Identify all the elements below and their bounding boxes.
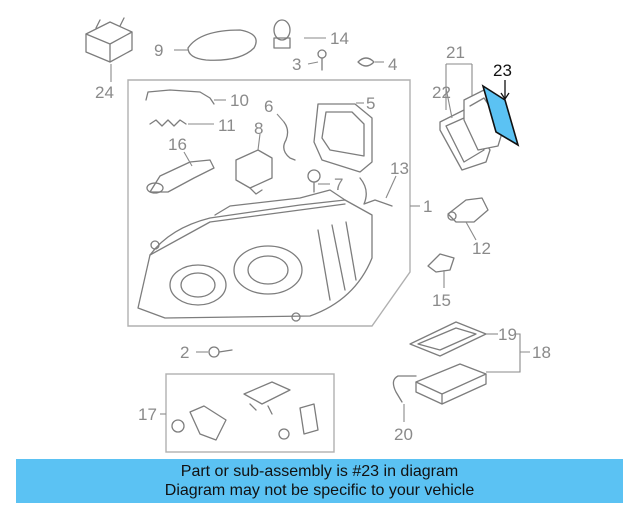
- callout-9: 9: [154, 41, 163, 60]
- part-3-screw-drawing: [317, 49, 327, 71]
- part-20-wire-drawing: [392, 375, 417, 403]
- callout-4: 4: [388, 55, 397, 74]
- part-17-kit-drawing: [171, 381, 319, 441]
- part-10-wire-drawing: [145, 89, 215, 105]
- part-11-clip-drawing: [149, 119, 187, 127]
- callout-23: 23: [493, 61, 512, 80]
- headlamp-housing-drawing: [137, 189, 373, 322]
- callout-24: 24: [95, 83, 114, 102]
- part-17-kit-frame: [165, 373, 335, 453]
- callout-2: 2: [180, 343, 189, 362]
- part-6-wire-drawing: [283, 121, 296, 161]
- callout-3: 3: [292, 55, 301, 74]
- callout-19: 19: [498, 325, 517, 344]
- callout-7: 7: [334, 175, 343, 194]
- callout-6: 6: [264, 97, 273, 116]
- callout-10: 10: [230, 91, 249, 110]
- part-24-module-drawing: [85, 17, 133, 63]
- part-18-module-drawing: [415, 363, 487, 405]
- part-8-socket-drawing: [235, 149, 273, 195]
- part-4-clip-drawing: [357, 57, 375, 67]
- callout-18: 18: [532, 343, 551, 362]
- part-12-bulb-drawing: [447, 197, 489, 223]
- callout-labels: 9 24 14 3 4 10 11 5 6 8 16 7 13 1 21 22 …: [95, 29, 551, 444]
- callout-22: 22: [432, 83, 451, 102]
- part-7-bolt-drawing: [307, 169, 321, 193]
- part-19-plate-drawing: [409, 321, 487, 357]
- part-15-socket-drawing: [427, 253, 455, 273]
- leader-lines: [110, 37, 530, 422]
- banner-line-disclaimer: Diagram may not be specific to your vehi…: [164, 482, 475, 499]
- callout-11: 11: [218, 116, 236, 135]
- banner-line-part-number: Part or sub-assembly is #23 in diagram: [180, 463, 459, 480]
- callout-13: 13: [390, 159, 409, 178]
- callout-21: 21: [446, 43, 465, 62]
- part-2-bolt-drawing: [208, 346, 233, 358]
- callout-8: 8: [254, 119, 263, 138]
- callout-1: 1: [423, 197, 432, 216]
- callout-20: 20: [394, 425, 413, 444]
- part-14-bulb-drawing: [273, 19, 291, 49]
- callout-16: 16: [168, 135, 187, 154]
- part-5-drawing: [313, 103, 373, 173]
- part-13-wire-drawing: [359, 177, 393, 207]
- part-21-bracket: [445, 63, 473, 110]
- part-16-bulb-drawing: [146, 159, 215, 194]
- info-banner: Part or sub-assembly is #23 in diagram D…: [16, 459, 623, 503]
- callout-15: 15: [432, 291, 451, 310]
- part-9-gasket-drawing: [187, 29, 257, 61]
- headlamp-assembly-frame: [127, 79, 411, 327]
- callout-12: 12: [472, 239, 491, 258]
- part-23-highlighted-drawing: [481, 84, 520, 147]
- callout-17: 17: [138, 405, 157, 424]
- callout-14: 14: [330, 29, 349, 48]
- callout-5: 5: [366, 94, 375, 113]
